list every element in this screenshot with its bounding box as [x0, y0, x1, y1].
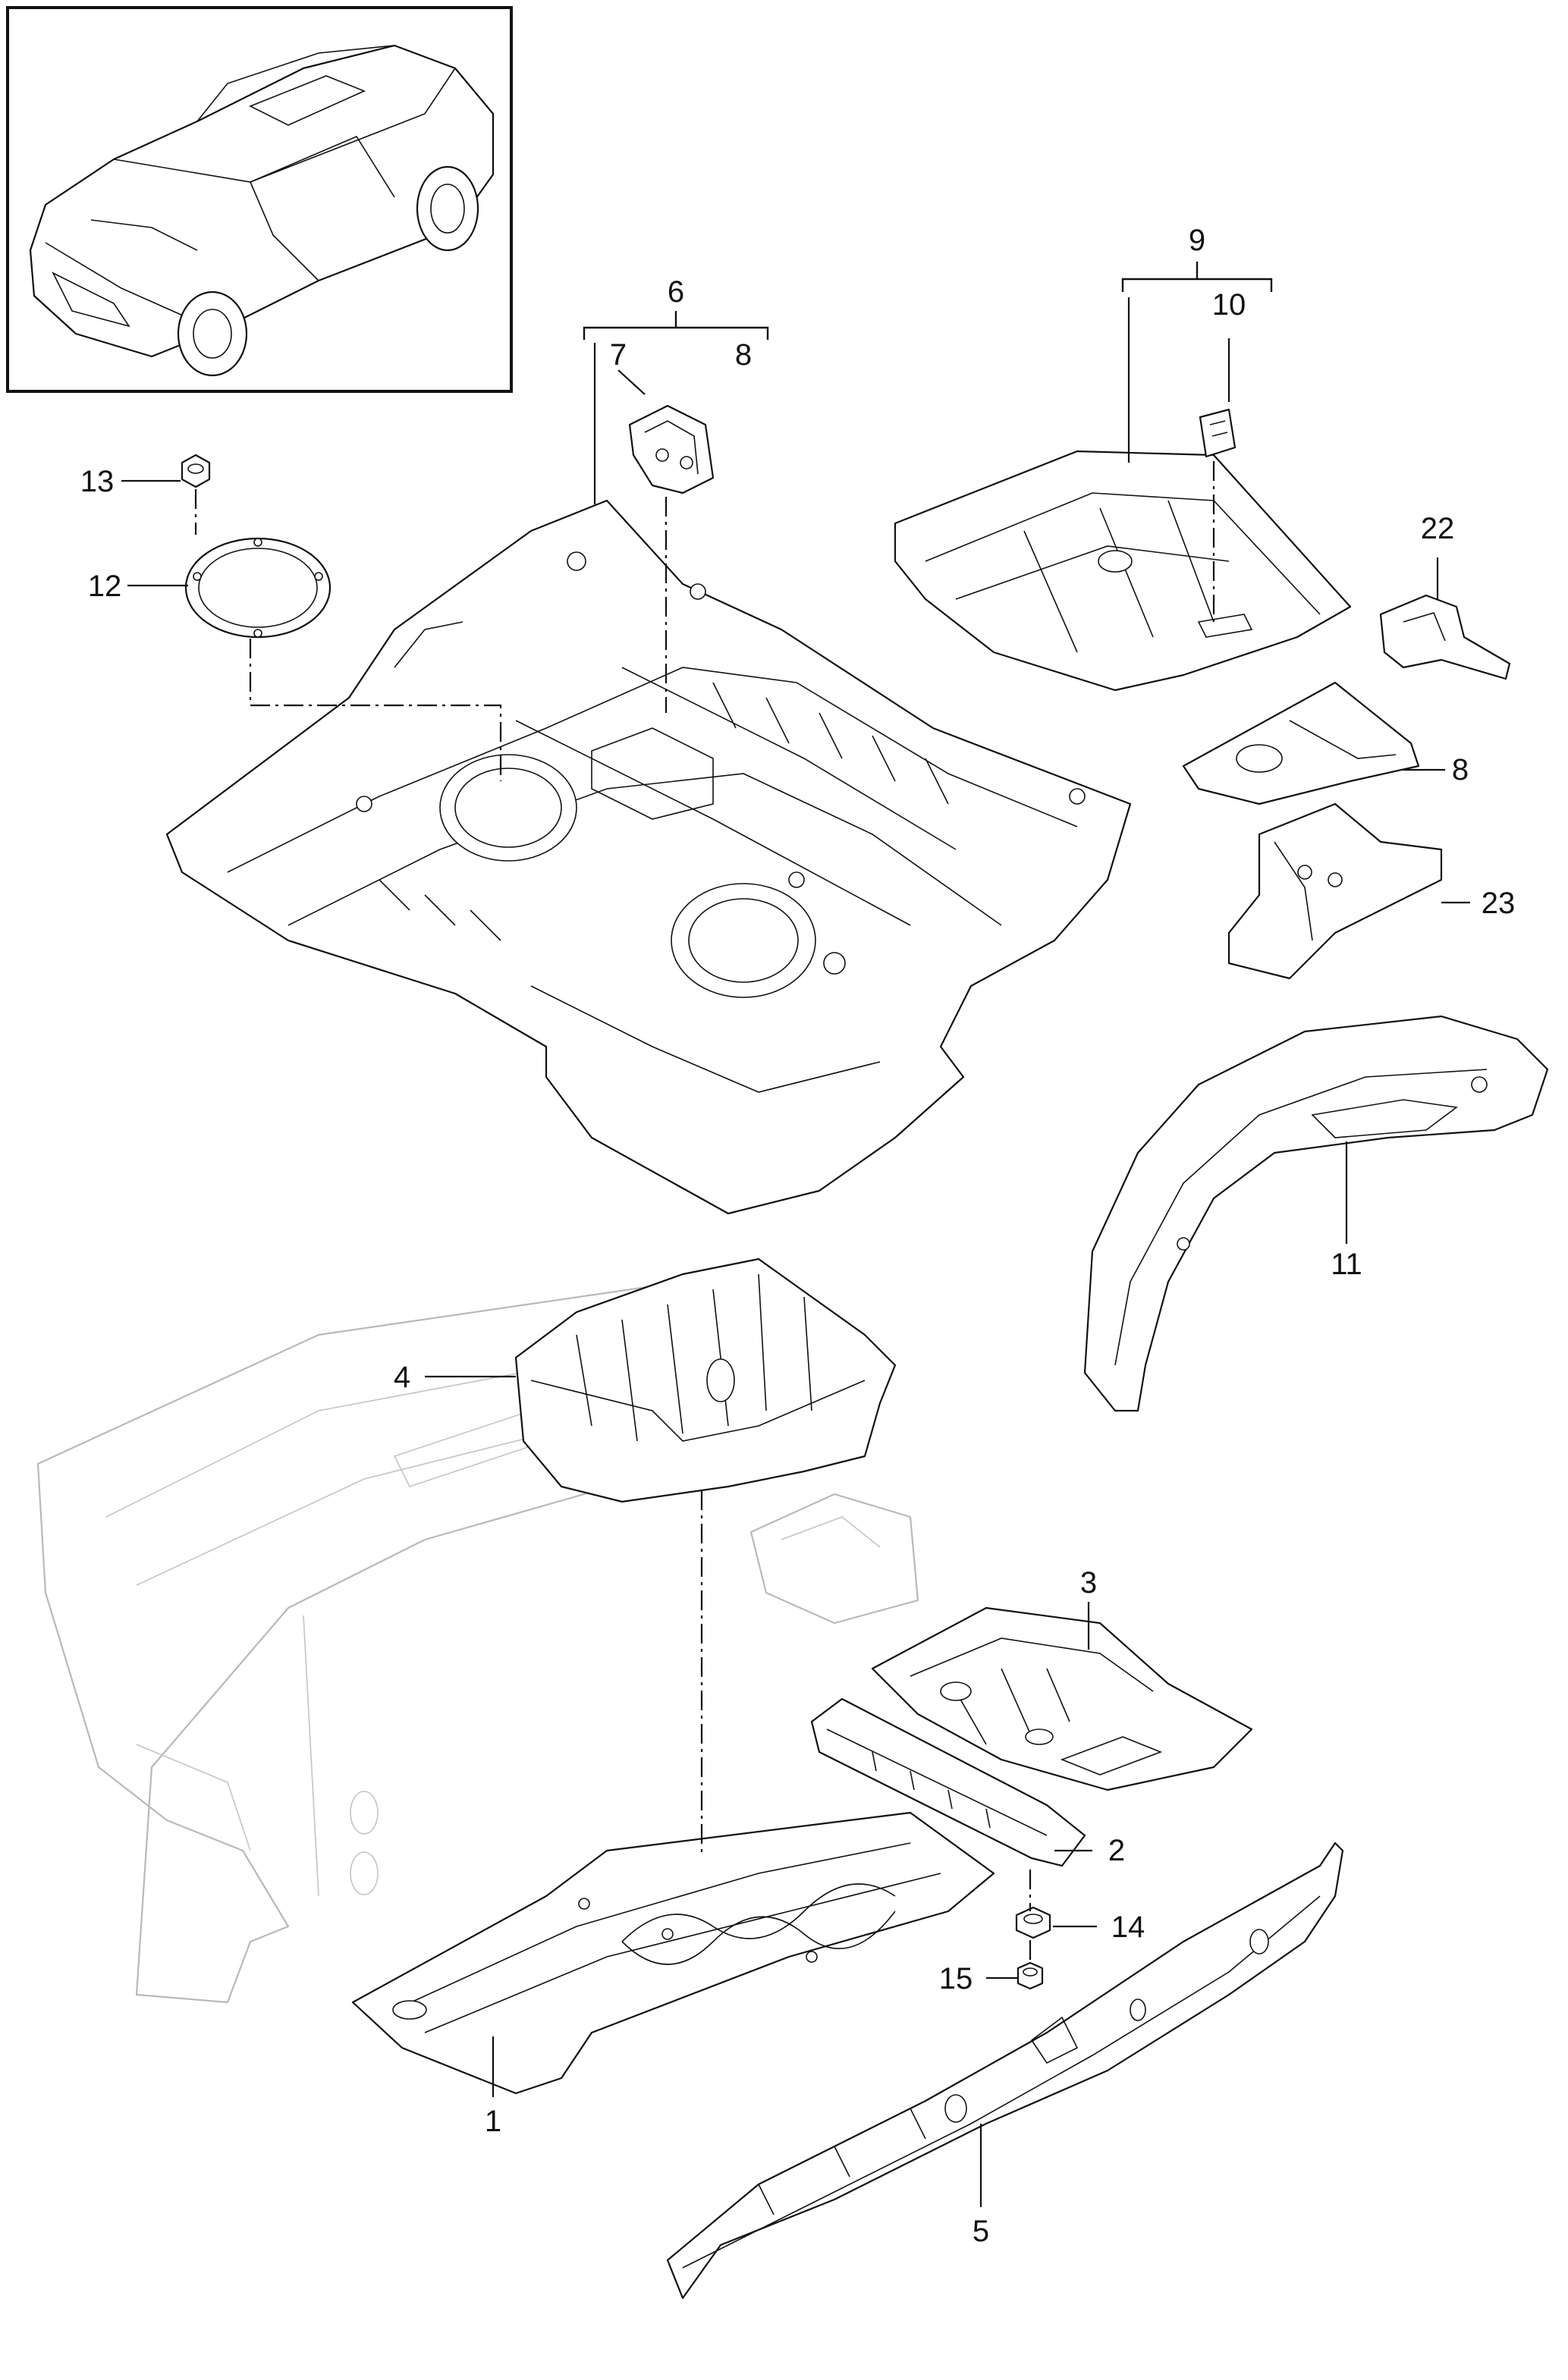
leader-lines [121, 297, 1470, 2207]
callout-14: 14 [1111, 1911, 1145, 1944]
callout-3: 3 [1080, 1566, 1097, 1600]
group-brackets [583, 262, 1273, 340]
rear-floor-pan [165, 499, 1132, 1215]
callout-15: 15 [939, 1962, 973, 1995]
part-14-fastener [1015, 1906, 1051, 1939]
assembly-lines [194, 461, 1215, 1964]
bracket-group-9 [1121, 262, 1273, 292]
part-1-floor-panel [351, 1811, 995, 2095]
part-23-support [1227, 802, 1443, 980]
callout-13: 13 [80, 465, 115, 498]
callout-22: 22 [1421, 512, 1455, 545]
callout-8-upper: 8 [735, 338, 752, 372]
part-15-fastener [1017, 1961, 1044, 1990]
part-8-reinforcement [1182, 681, 1420, 805]
callout-2: 2 [1108, 1834, 1125, 1867]
part-9-rear-floor [894, 450, 1352, 692]
callout-4: 4 [394, 1361, 410, 1394]
callout-6: 6 [668, 275, 684, 309]
part-10-clip [1199, 408, 1236, 458]
callout-12: 12 [88, 570, 122, 603]
bracket-group-6 [583, 311, 769, 340]
vehicle-illustration [29, 44, 495, 377]
part-4-spare-wheel-well [514, 1258, 897, 1503]
vehicle-inset [6, 6, 513, 393]
callout-11: 11 [1331, 1248, 1362, 1281]
callout-7: 7 [610, 338, 627, 372]
part-12-seal-ring [184, 537, 332, 639]
callout-23: 23 [1482, 887, 1516, 920]
part-5-side-member [666, 1842, 1344, 2300]
part-13-nut [181, 454, 211, 488]
callouts: 1 2 3 4 5 6 7 8 8 9 10 11 12 13 14 15 22… [80, 224, 1516, 2248]
part-3-floor-panel [871, 1606, 1253, 1791]
callout-1: 1 [485, 2105, 501, 2138]
part-11-wheel-housing [1083, 1015, 1549, 1412]
callout-8-lower: 8 [1452, 753, 1469, 787]
callout-10: 10 [1212, 288, 1246, 322]
callout-9: 9 [1189, 224, 1205, 257]
callout-5: 5 [973, 2215, 989, 2248]
part-7-bracket [628, 404, 715, 495]
part-22-bracket [1379, 594, 1511, 680]
